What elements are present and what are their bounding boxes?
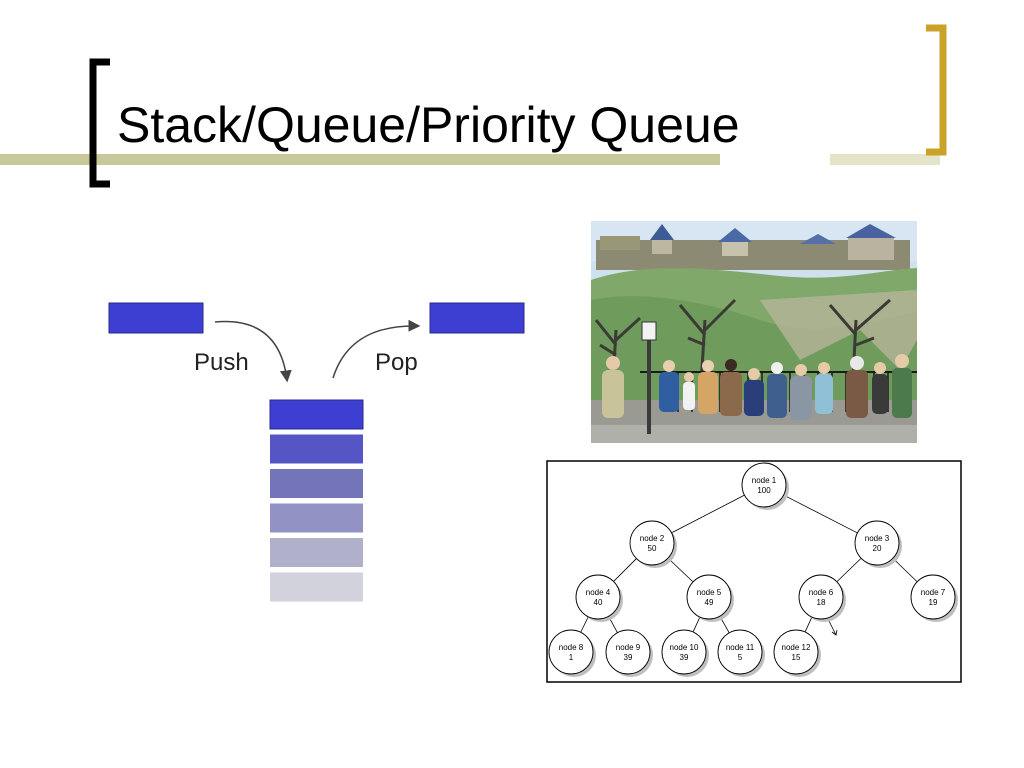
tree-node-name: node 11 <box>726 643 755 652</box>
tree-node: node 549 <box>686 574 734 622</box>
tree-node-value: 40 <box>594 598 603 607</box>
tree-edge <box>671 494 745 534</box>
tree-edge <box>783 494 858 534</box>
tree-node-value: 15 <box>792 653 801 662</box>
tree-node: node 719 <box>910 574 958 622</box>
tree-node-value: 20 <box>873 544 882 553</box>
tree-node-name: node 12 <box>782 643 811 652</box>
outgoing-block <box>429 302 525 334</box>
tree-node: node 440 <box>575 574 623 622</box>
tree-node-name: node 8 <box>559 643 584 652</box>
tree-node-circle <box>661 629 707 675</box>
tree-node: node 320 <box>854 520 902 568</box>
slide-title: Stack/Queue/Priority Queue <box>117 97 740 153</box>
tree-node-circle <box>686 574 732 620</box>
tree-edge <box>836 557 862 583</box>
tree-node-value: 39 <box>624 653 633 662</box>
tree-node-circle <box>629 520 675 566</box>
tree-node-value: 49 <box>705 598 714 607</box>
tree-node-circle <box>910 574 956 620</box>
tree-node: node 939 <box>605 629 653 677</box>
tree-node-name: node 4 <box>586 588 611 597</box>
tree-node-value: 100 <box>757 486 771 495</box>
tree-edge <box>892 557 918 583</box>
tree-node-name: node 10 <box>670 643 699 652</box>
tree-node: node 115 <box>717 629 765 677</box>
push-arrow <box>214 320 292 383</box>
tree-node-value: 5 <box>738 653 743 662</box>
tree-node-value: 19 <box>929 598 938 607</box>
tree-node-circle <box>575 574 621 620</box>
tree-node-circle <box>741 462 787 508</box>
tree-node-circle <box>548 629 594 675</box>
tree-edges <box>580 494 918 636</box>
pop-label: Pop <box>375 349 418 376</box>
stack-block <box>270 572 363 602</box>
tree-node-value: 50 <box>648 544 657 553</box>
title-accent-bar-right <box>830 154 940 165</box>
tree-node: node 618 <box>798 574 846 622</box>
tree-node-name: node 6 <box>809 588 834 597</box>
tree-node: node 81 <box>548 629 596 677</box>
tree-node-value: 1 <box>569 653 574 662</box>
tree-node-name: node 9 <box>616 643 641 652</box>
tree-node-circle <box>717 629 763 675</box>
tree-edge <box>580 616 589 633</box>
tree-node-value: 39 <box>680 653 689 662</box>
stack-block <box>269 399 364 430</box>
tree-node-name: node 7 <box>921 588 946 597</box>
tree-node-name: node 2 <box>640 534 665 543</box>
tree-node-name: node 3 <box>865 534 890 543</box>
stack-block <box>270 538 363 567</box>
title-accent-bar <box>0 154 720 165</box>
tree-node-value: 18 <box>817 598 826 607</box>
tree-edge <box>692 616 701 633</box>
tree-node-circle <box>605 629 651 675</box>
tree-edge-empty <box>827 618 838 636</box>
tree-node-circle <box>854 520 900 566</box>
tree-edge <box>667 557 694 583</box>
tree-node-circle <box>773 629 819 675</box>
tree-node-name: node 1 <box>752 476 777 485</box>
stack-block <box>270 503 363 533</box>
stack-block <box>270 469 363 498</box>
tree-edge <box>613 558 637 582</box>
tree-edge <box>804 616 813 633</box>
tree-node-circle <box>798 574 844 620</box>
incoming-block <box>108 302 204 334</box>
tree-node: node 250 <box>629 520 677 568</box>
push-label: Push <box>194 349 249 376</box>
pop-arrow <box>332 319 421 379</box>
tree-node-name: node 5 <box>697 588 722 597</box>
stack-block <box>270 434 363 464</box>
